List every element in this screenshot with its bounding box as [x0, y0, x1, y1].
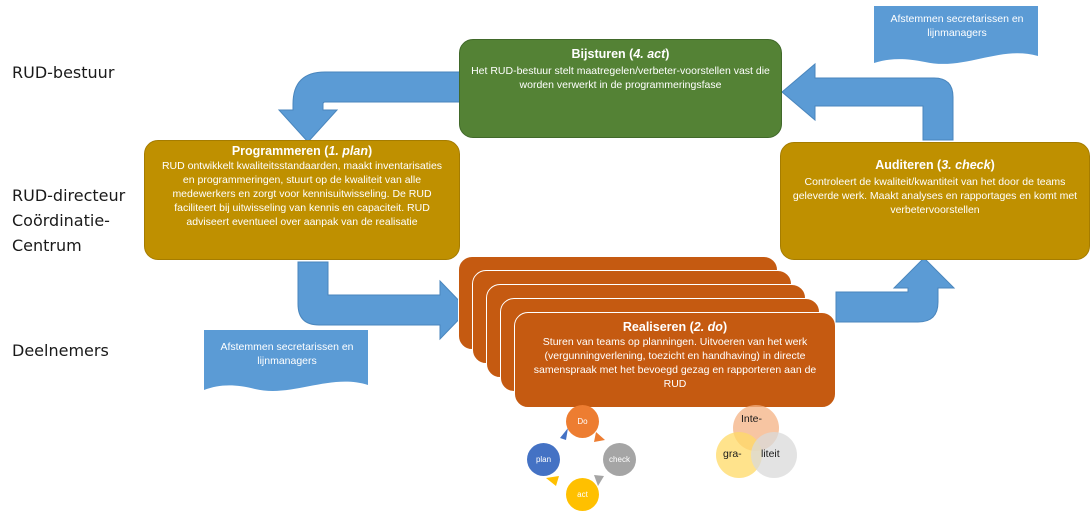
venn-label-top: Inte- — [741, 413, 763, 425]
do-title: Realiseren (2. do) — [622, 320, 728, 334]
cycle-act: act — [566, 478, 599, 511]
lane-label-rud-directeur: RUD-directeur — [12, 186, 126, 205]
note-bottom-left-shape — [204, 330, 368, 391]
cycle-arrow-act-plan — [546, 476, 559, 486]
do-body: Sturen van teams op planningen. Uitvoere… — [533, 336, 817, 390]
venn-label-left: gra- — [723, 448, 742, 460]
check-box: Auditeren (3. check) Controleert de kwal… — [780, 142, 1090, 260]
arrow-check-to-act — [781, 62, 954, 141]
check-body: Controleert de kwaliteit/kwantiteit van … — [792, 176, 1078, 216]
do-box: Realiseren (2. do) Sturen van teams op p… — [514, 312, 836, 408]
note-bottom-left: Afstemmen secretarissen en lijnmanagers — [220, 341, 354, 367]
note-top-right: Afstemmen secretarissen en lijnmanagers — [890, 13, 1024, 39]
plan-title: Programmeren (1. plan) — [231, 144, 373, 158]
cycle-check: check — [603, 443, 636, 476]
plan-box: Programmeren (1. plan) RUD ontwikkelt kw… — [144, 140, 460, 260]
lane-label-coordinatie: Coördinatie- — [12, 211, 110, 230]
cycle-arrow-check-act — [594, 475, 604, 486]
arrow-plan-to-do — [297, 261, 469, 341]
lane-label-centrum: Centrum — [12, 236, 82, 255]
cycle-arrow-do-check — [594, 432, 605, 442]
lane-label-rud-bestuur: RUD-bestuur — [12, 63, 115, 82]
act-title: Bijsturen (4. act) — [571, 47, 670, 61]
plan-body: RUD ontwikkelt kwaliteitsstandaarden, ma… — [161, 160, 443, 228]
arrow-act-to-plan — [277, 71, 461, 143]
lane-label-deelnemers: Deelnemers — [12, 341, 109, 360]
cycle-arrow-plan-do — [560, 428, 568, 440]
venn-label-right: liteit — [761, 448, 780, 460]
check-title: Auditeren (3. check) — [875, 158, 995, 172]
note-top-right-shape — [874, 6, 1038, 64]
act-box: Bijsturen (4. act) Het RUD-bestuur stelt… — [459, 39, 782, 138]
venn-circle-left — [716, 432, 762, 478]
arrow-do-to-check — [835, 257, 956, 323]
act-body: Het RUD-bestuur stelt maatregelen/verbet… — [471, 65, 770, 91]
venn-circle-right — [751, 432, 797, 478]
cycle-do: Do — [566, 405, 599, 438]
cycle-plan: plan — [527, 443, 560, 476]
